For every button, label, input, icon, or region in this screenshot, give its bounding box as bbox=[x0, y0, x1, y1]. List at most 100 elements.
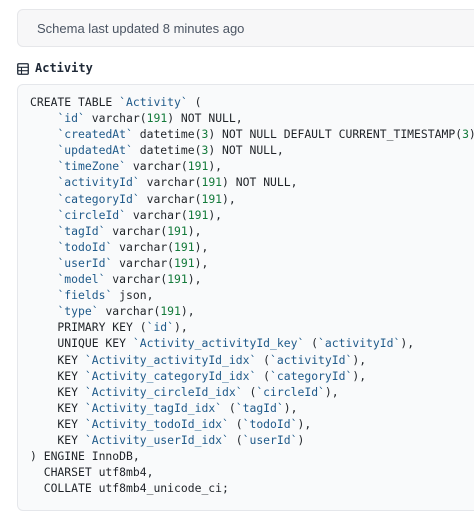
sql-identifier: `createdAt` bbox=[57, 127, 133, 142]
schema-updated-text: Schema last updated 8 minutes ago bbox=[37, 21, 245, 36]
sql-number: 191 bbox=[201, 175, 223, 190]
sql-identifier: `model` bbox=[57, 272, 106, 287]
sql-keyword: varchar( bbox=[98, 304, 161, 319]
sql-identifier: `Activity_tagId_idx` bbox=[84, 400, 223, 415]
sql-line: `tagId` varchar(191), bbox=[30, 224, 201, 238]
sql-identifier: `userId` bbox=[242, 432, 298, 447]
sql-keyword: CHARSET utf8mb4, bbox=[30, 465, 154, 480]
sql-keyword: ), bbox=[194, 255, 209, 270]
sql-identifier: `tagId` bbox=[235, 400, 284, 415]
sql-keyword bbox=[30, 240, 57, 254]
sql-number: 191 bbox=[167, 223, 188, 238]
sql-number: 191 bbox=[146, 111, 168, 126]
sql-keyword bbox=[30, 143, 57, 157]
sql-line: UNIQUE KEY `Activity_activityId_key` (`a… bbox=[30, 336, 414, 350]
sql-identifier: `Activity_categoryId_idx` bbox=[84, 368, 257, 383]
sql-line: KEY `Activity_todoId_idx` (`todoId`), bbox=[30, 417, 311, 431]
sql-identifier: `activityId` bbox=[318, 336, 401, 351]
sql-line: `categoryId` varchar(191), bbox=[30, 191, 236, 206]
sql-keyword: PRIMARY KEY ( bbox=[30, 320, 147, 335]
sql-keyword: datetime( bbox=[132, 143, 202, 158]
sql-keyword: ) NOT NULL, bbox=[222, 175, 298, 190]
sql-keyword: ( bbox=[228, 432, 243, 447]
sql-keyword: ), bbox=[222, 191, 236, 206]
sql-keyword: ( bbox=[228, 416, 243, 431]
sql-keyword: ( bbox=[256, 352, 271, 367]
sql-keyword: ), bbox=[187, 223, 202, 238]
sql-line: `id` varchar(191) NOT NULL, bbox=[30, 111, 243, 126]
table-heading: Activity bbox=[17, 60, 93, 76]
sql-keyword bbox=[30, 256, 57, 270]
sql-line: KEY `Activity_circleId_idx` (`circleId`)… bbox=[30, 384, 338, 399]
sql-line: `todoId` varchar(191), bbox=[30, 240, 208, 254]
sql-keyword bbox=[30, 175, 57, 189]
sql-keyword: ), bbox=[283, 400, 298, 415]
sql-line: PRIMARY KEY (`id`), bbox=[30, 320, 188, 335]
sql-keyword: datetime( bbox=[132, 127, 202, 142]
sql-keyword: ( bbox=[304, 336, 319, 351]
sql-line: `activityId` varchar(191) NOT NULL, bbox=[30, 175, 297, 189]
sql-identifier: `activityId` bbox=[57, 175, 140, 190]
sql-keyword: ), bbox=[180, 304, 195, 319]
sql-keyword: varchar( bbox=[126, 207, 188, 222]
sql-keyword bbox=[30, 159, 57, 173]
sql-identifier: `id` bbox=[57, 111, 85, 126]
sql-keyword: ), bbox=[187, 272, 202, 287]
sql-keyword: ), bbox=[174, 320, 188, 335]
sql-keyword: varchar( bbox=[139, 191, 202, 206]
sql-keyword: ) NOT NULL, bbox=[167, 111, 243, 126]
sql-line: `userId` varchar(191), bbox=[30, 256, 208, 270]
sql-identifier: `Activity_userId_idx` bbox=[84, 432, 229, 447]
sql-keyword bbox=[30, 288, 57, 302]
sql-code: CREATE TABLE `Activity` ( `id` varchar(1… bbox=[30, 94, 474, 496]
sql-keyword: UNIQUE KEY bbox=[30, 336, 133, 351]
sql-line: `fields` json, bbox=[30, 288, 153, 302]
sql-line: COLLATE utf8mb4_unicode_ci; bbox=[30, 481, 229, 495]
sql-line: KEY `Activity_categoryId_idx` (`category… bbox=[30, 369, 366, 383]
sql-identifier: `Activity_activityId_key` bbox=[132, 336, 305, 351]
sql-keyword: KEY bbox=[30, 368, 85, 383]
sql-keyword: ) NOT NULL DEFAULT CURRENT_TIMESTAMP( bbox=[208, 127, 463, 142]
sql-identifier: `circleId` bbox=[57, 207, 127, 222]
sql-keyword: ), bbox=[208, 207, 223, 222]
sql-keyword: ( bbox=[242, 384, 257, 399]
sql-keyword bbox=[30, 224, 57, 238]
sql-line: KEY `Activity_tagId_idx` (`tagId`), bbox=[30, 401, 297, 415]
sql-line: `createdAt` datetime(3) NOT NULL DEFAULT… bbox=[30, 127, 474, 141]
table-icon bbox=[17, 62, 29, 75]
sql-identifier: `type` bbox=[57, 304, 99, 319]
sql-keyword: varchar( bbox=[84, 111, 147, 126]
sql-keyword bbox=[30, 304, 57, 318]
sql-identifier: `circleId` bbox=[256, 384, 325, 399]
sql-keyword: KEY bbox=[30, 352, 85, 367]
sql-keyword: ( bbox=[187, 95, 202, 109]
sql-number: 191 bbox=[187, 207, 209, 222]
sql-keyword bbox=[30, 192, 57, 206]
sql-line: `circleId` varchar(191), bbox=[30, 208, 222, 222]
sql-identifier: `id` bbox=[146, 320, 175, 335]
table-name: Activity bbox=[35, 61, 93, 75]
sql-keyword: KEY bbox=[30, 384, 85, 399]
sql-identifier: `todoId` bbox=[57, 239, 113, 254]
sql-keyword: varchar( bbox=[126, 159, 188, 174]
sql-keyword: ), bbox=[352, 352, 367, 367]
sql-keyword: varchar( bbox=[112, 255, 175, 270]
sql-keyword: ) NOT NULL, bbox=[208, 143, 284, 158]
sql-identifier: `Activity_activityId_idx` bbox=[84, 352, 257, 367]
sql-keyword: ), bbox=[297, 416, 312, 431]
sql-keyword bbox=[30, 111, 57, 125]
schema-status-bar: Schema last updated 8 minutes ago bbox=[17, 9, 474, 47]
sql-keyword: ( bbox=[222, 400, 236, 415]
sql-identifier: `userId` bbox=[57, 255, 113, 270]
sql-line: ) ENGINE InnoDB, bbox=[30, 449, 140, 463]
create-table-sql-block: CREATE TABLE `Activity` ( `id` varchar(1… bbox=[17, 84, 474, 511]
sql-identifier: `todoId` bbox=[242, 416, 298, 431]
sql-identifier: `Activity` bbox=[119, 95, 188, 109]
sql-line: `model` varchar(191), bbox=[30, 272, 201, 286]
sql-keyword: varchar( bbox=[105, 223, 168, 238]
sql-identifier: `categoryId` bbox=[270, 368, 353, 383]
sql-number: 191 bbox=[174, 255, 195, 270]
sql-keyword: varchar( bbox=[105, 272, 168, 287]
sql-number: 191 bbox=[187, 159, 209, 174]
sql-identifier: `Activity_todoId_idx` bbox=[84, 416, 229, 431]
